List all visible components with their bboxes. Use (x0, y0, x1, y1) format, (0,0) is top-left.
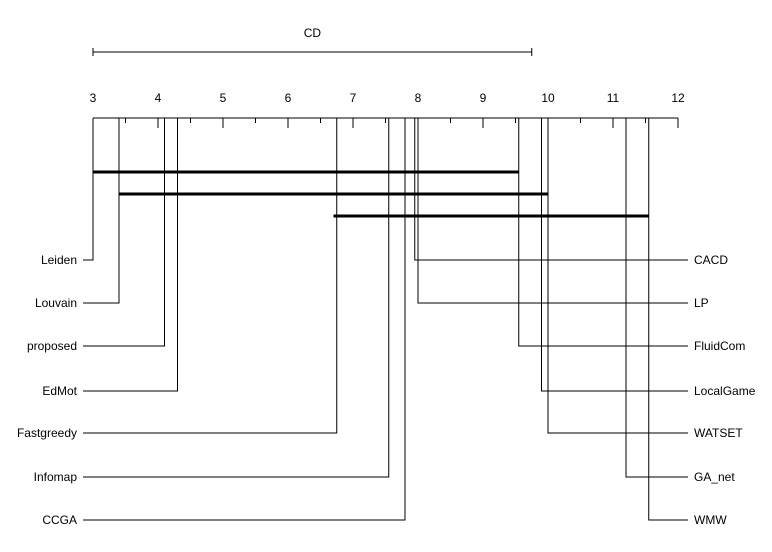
method-label: EdMot (42, 384, 77, 398)
method-connector (414, 118, 688, 261)
method-label: LP (694, 296, 709, 310)
method-connector (518, 118, 688, 347)
method-label: Infomap (34, 470, 78, 484)
axis-tick-label: 7 (350, 91, 357, 105)
method-connector (417, 118, 688, 304)
method-connector (83, 118, 390, 478)
method-label: LocalGame (694, 384, 756, 398)
method-label: Leiden (41, 253, 77, 267)
method-label: CCGA (42, 513, 77, 527)
method-connector (83, 118, 120, 304)
method-connector (83, 118, 165, 347)
axis-tick-label: 5 (220, 91, 227, 105)
method-label: CACD (694, 253, 728, 267)
axis-tick-label: 4 (155, 91, 162, 105)
method-connector (625, 118, 688, 478)
method-label: FluidCom (694, 339, 745, 353)
method-connector (648, 118, 688, 521)
method-label: proposed (27, 339, 77, 353)
method-connector (83, 118, 178, 392)
cd-label: CD (304, 26, 322, 40)
method-label: WMW (694, 513, 727, 527)
axis-tick-label: 8 (415, 91, 422, 105)
method-label: Fastgreedy (17, 426, 77, 440)
axis-tick-label: 9 (480, 91, 487, 105)
rank-axis: 3 4 5 6 7 8 9 10 11 12 (90, 91, 685, 128)
axis-tick-label: 11 (607, 91, 620, 105)
method-connector (83, 118, 94, 261)
method-connector (83, 118, 406, 521)
method-label: Louvain (35, 296, 77, 310)
axis-tick-label: 10 (541, 91, 555, 105)
method-label: WATSET (694, 426, 743, 440)
cd-bar-group: CD (92, 26, 533, 56)
method-connector (83, 118, 338, 434)
method-connector (547, 118, 688, 434)
axis-tick-label: 6 (285, 91, 292, 105)
method-connector (541, 118, 688, 392)
method-label: GA_net (694, 470, 735, 484)
axis-tick-label: 12 (671, 91, 685, 105)
clique-bars (93, 170, 649, 218)
axis-tick-label: 3 (90, 91, 97, 105)
